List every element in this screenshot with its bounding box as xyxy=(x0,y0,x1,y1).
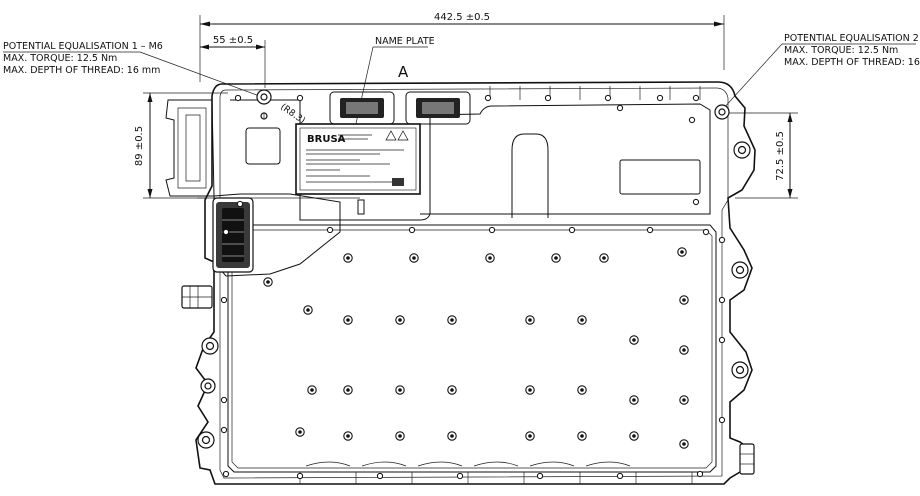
edge-screw xyxy=(222,470,230,478)
edge-screw xyxy=(408,226,416,234)
cover-bolt xyxy=(679,345,689,355)
cover-bolt xyxy=(447,385,457,395)
edge-screw xyxy=(488,226,496,234)
cover-bolt xyxy=(409,253,419,263)
cover-bolt xyxy=(263,277,273,287)
housing xyxy=(165,81,756,485)
dimension-height-left: 89 ±0.5 xyxy=(134,92,228,199)
cover-bolt xyxy=(679,439,689,449)
name-plate-label: NAME PLATE xyxy=(375,36,435,47)
edge-screw xyxy=(568,226,576,234)
edge-screw xyxy=(692,198,700,206)
cover-bolt xyxy=(343,385,353,395)
pe1-title: POTENTIAL EQUALISATION 1 – M6 xyxy=(3,41,163,52)
callout-potential-equalisation-2: POTENTIAL EQUALISATION 2 – M6 MAX. TORQU… xyxy=(721,33,920,111)
edge-screw-pattern xyxy=(220,94,726,480)
cover-bolt xyxy=(343,253,353,263)
pe1-depth: MAX. DEPTH OF THREAD: 16 mm xyxy=(3,65,160,76)
cover-bolt xyxy=(679,395,689,405)
view-label-a: A xyxy=(398,63,409,81)
dimension-height-right: 72.5 ±0.5 xyxy=(722,112,798,199)
hv-connector-right xyxy=(405,91,471,125)
edge-screw xyxy=(718,336,726,344)
edge-screw xyxy=(646,226,654,234)
edge-screw xyxy=(234,94,242,102)
ground-bolt-2 xyxy=(714,104,730,120)
edge-screw xyxy=(718,236,726,244)
edge-screw xyxy=(456,472,464,480)
edge-screw xyxy=(692,94,700,102)
edge-screw xyxy=(222,228,230,236)
cover-bolt xyxy=(343,431,353,441)
cover-bolt xyxy=(525,431,535,441)
cover-bolt xyxy=(629,395,639,405)
edge-screw xyxy=(296,472,304,480)
cover-bolt xyxy=(395,431,405,441)
cover-bolt xyxy=(551,253,561,263)
edge-screw xyxy=(484,94,492,102)
cover-bolt xyxy=(679,295,689,305)
cover-bolt xyxy=(303,305,313,315)
dimension-height-right-label: 72.5 ±0.5 xyxy=(775,131,786,181)
cover-bolt xyxy=(577,315,587,325)
cover-bolt xyxy=(525,385,535,395)
edge-screw xyxy=(718,416,726,424)
edge-screw xyxy=(718,296,726,304)
pe2-torque: MAX. TORQUE: 12.5 Nm xyxy=(784,45,898,56)
edge-screw xyxy=(220,396,228,404)
cover-bolt xyxy=(525,315,535,325)
coolant-port-right xyxy=(739,443,755,475)
cover-bolt xyxy=(395,315,405,325)
cover-bolt xyxy=(629,431,639,441)
hv-connector-left xyxy=(329,91,395,125)
dimension-overall-width-label: 442.5 ±0.5 xyxy=(434,12,490,23)
edge-screw xyxy=(702,228,710,236)
cover-bolt xyxy=(577,431,587,441)
cover-bolt xyxy=(599,253,609,263)
edge-screw xyxy=(696,470,704,478)
edge-screw xyxy=(236,200,244,208)
edge-screw xyxy=(376,472,384,480)
edge-screw xyxy=(326,226,334,234)
cover-bolt xyxy=(447,315,457,325)
cover-bolt xyxy=(307,385,317,395)
cover-bolt xyxy=(485,253,495,263)
cover-bolt xyxy=(677,247,687,257)
callout-potential-equalisation-1: POTENTIAL EQUALISATION 1 – M6 MAX. TORQU… xyxy=(3,41,263,98)
name-plate: BRUSA xyxy=(295,123,421,215)
cover-bolt xyxy=(395,385,405,395)
pe1-torque: MAX. TORQUE: 12.5 Nm xyxy=(3,53,117,64)
edge-screw xyxy=(656,94,664,102)
cover-bolt xyxy=(343,315,353,325)
edge-screw xyxy=(616,104,624,112)
dimension-offset-left: 55 ±0.5 xyxy=(200,35,266,88)
edge-screw xyxy=(604,94,612,102)
dimension-height-left-label: 89 ±0.5 xyxy=(134,126,145,166)
edge-screw xyxy=(296,94,304,102)
cover-bolt xyxy=(629,335,639,345)
cover-bolt xyxy=(295,427,305,437)
cover-bolt xyxy=(577,385,587,395)
pe2-title: POTENTIAL EQUALISATION 2 – M6 xyxy=(784,33,920,44)
coolant-connector xyxy=(212,197,254,273)
edge-screw xyxy=(544,94,552,102)
edge-screw xyxy=(220,296,228,304)
edge-screw xyxy=(688,116,696,124)
edge-screw xyxy=(616,472,624,480)
dimension-offset-left-label: 55 ±0.5 xyxy=(213,35,253,46)
coolant-port-left xyxy=(181,285,213,309)
pe2-depth: MAX. DEPTH OF THREAD: 16 mm xyxy=(784,57,920,68)
cover-bolt xyxy=(447,431,457,441)
edge-screw xyxy=(536,472,544,480)
edge-screw xyxy=(220,426,228,434)
radius-label: (R8.3) xyxy=(278,102,306,126)
brand-logo: BRUSA xyxy=(307,134,346,145)
dimension-overall-width: 442.5 ±0.5 xyxy=(199,12,725,82)
cover-bolt-pattern xyxy=(263,247,689,449)
